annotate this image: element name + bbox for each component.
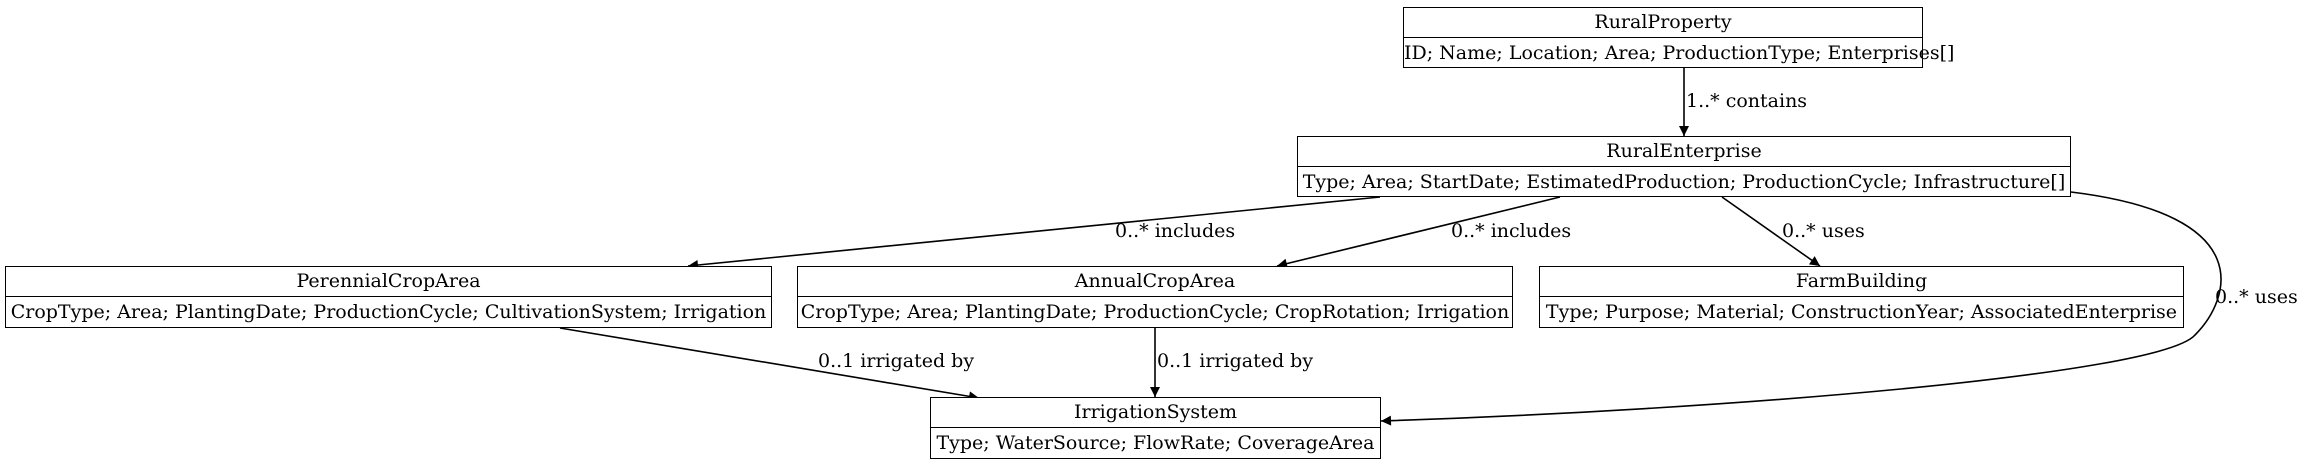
node-farm-building: FarmBuilding Type; Purpose; Material; Co… [1539, 266, 2184, 328]
node-irrigation-system: IrrigationSystem Type; WaterSource; Flow… [930, 397, 1381, 459]
node-title: PerennialCropArea [6, 267, 771, 297]
edge-enterprise-includes-annual [1276, 196, 1561, 269]
edge-perennial-irrigated-by [559, 327, 980, 402]
node-attributes: Type; Purpose; Material; ConstructionYea… [1545, 301, 2178, 323]
node-attributes: CropType; Area; PlantingDate; Production… [800, 301, 1510, 323]
edge-label-perennial-irrigated-by: 0..1 irrigated by [818, 350, 975, 372]
node-annual-crop-area: AnnualCropArea CropType; Area; PlantingD… [797, 266, 1513, 328]
node-attributes: ID; Name; Location; Area; ProductionType… [1404, 42, 1955, 64]
node-attributes: CropType; Area; PlantingDate; Production… [10, 301, 767, 323]
node-attributes: Type; Area; StartDate; EstimatedProducti… [1302, 171, 2066, 193]
edge-label-contains: 1..* contains [1686, 90, 1808, 112]
node-title: IrrigationSystem [931, 398, 1380, 428]
node-title: RuralEnterprise [1298, 137, 2070, 167]
edge-enterprise-uses-building [1721, 196, 1821, 267]
edge-label-includes-annual: 0..* includes [1451, 220, 1572, 242]
edge-label-includes-perennial: 0..* includes [1115, 220, 1236, 242]
node-attributes: Type; WaterSource; FlowRate; CoverageAre… [936, 432, 1375, 454]
edge-enterprise-uses-irrigation [1380, 191, 2222, 426]
node-title: FarmBuilding [1540, 267, 2183, 297]
edge-label-annual-irrigated-by: 0..1 irrigated by [1157, 350, 1314, 372]
node-rural-enterprise: RuralEnterprise Type; Area; StartDate; E… [1297, 136, 2071, 197]
node-title: RuralProperty [1404, 8, 1922, 38]
edge-enterprise-includes-perennial [687, 196, 1381, 270]
edge-label-uses-irrigation: 0..* uses [2215, 286, 2298, 308]
node-perennial-crop-area: PerennialCropArea CropType; Area; Planti… [5, 266, 772, 328]
edge-label-uses-building: 0..* uses [1782, 220, 1865, 242]
node-rural-property: RuralProperty ID; Name; Location; Area; … [1403, 7, 1955, 68]
node-title: AnnualCropArea [798, 267, 1512, 297]
